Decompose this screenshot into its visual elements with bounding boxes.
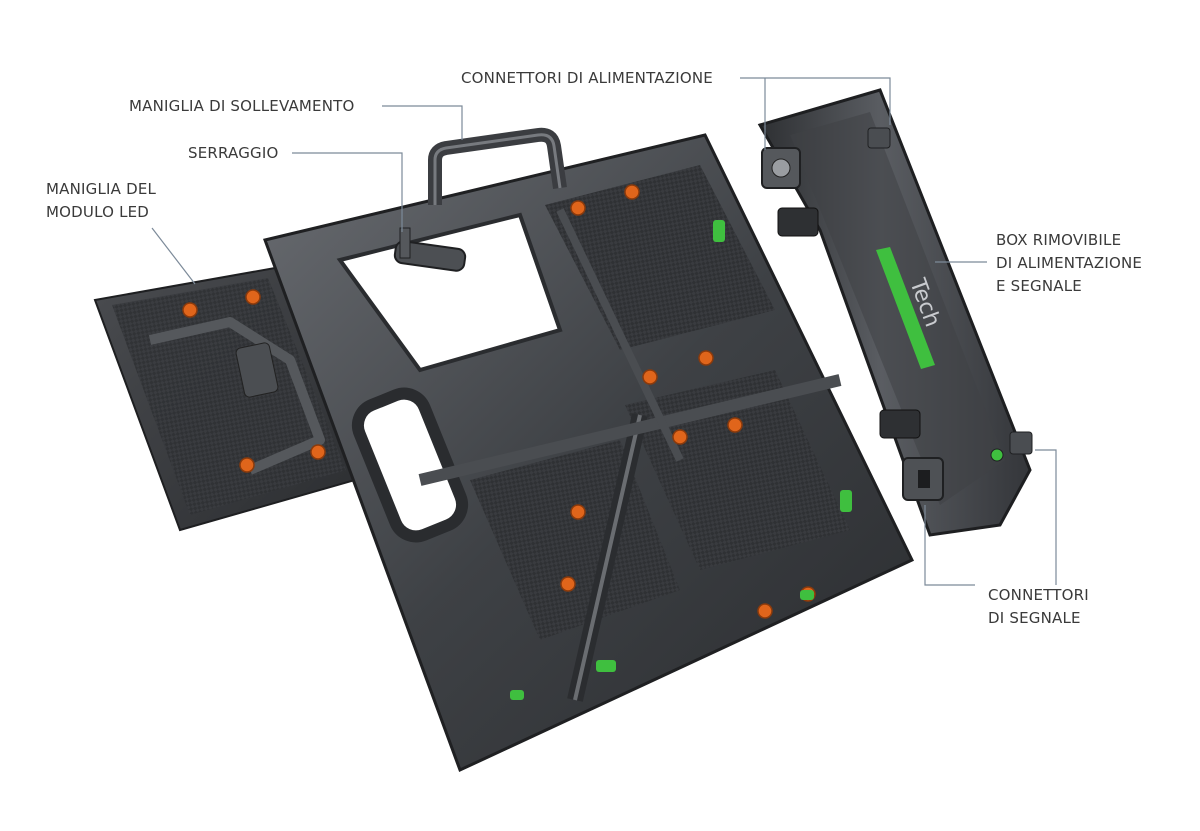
leader-lines [151,77,1057,586]
leader-line-connettori-segnale-2 [1035,449,1057,585]
label-box-rimovibile: BOX RIMOVIBILE DI ALIMENTAZIONE E SEGNAL… [996,231,1143,295]
clamp [393,227,467,272]
label-serraggio: SERRAGGIO [188,144,279,162]
label-connettori-alimentazione: CONNETTORI DI ALIMENTAZIONE [461,69,713,87]
led-module [93,266,364,532]
leader-line-connettori-alimentazione [740,77,891,125]
leader-line-serraggio [292,152,403,232]
cabinet-frame [263,133,915,773]
module-handle [235,342,279,398]
lifting-handle [428,127,567,205]
leader-line-connettori-segnale [924,505,975,586]
green-accents [510,220,852,700]
status-light-strip [876,247,935,369]
leader-line-maniglia-modulo [151,227,196,285]
power-signal-box: Tech [757,88,1033,537]
signal-connector-right [1009,431,1033,455]
label-maniglia-sollevamento: MANIGLIA DI SOLLEVAMENTO [129,97,355,115]
label-connettori-segnale: CONNETTORI DI SEGNALE [988,586,1089,627]
orange-latches [182,184,816,619]
label-maniglia-modulo: MANIGLIA DEL MODULO LED [46,180,157,221]
leader-line-maniglia-sollevamento [382,105,463,140]
power-connector-right [867,127,891,149]
